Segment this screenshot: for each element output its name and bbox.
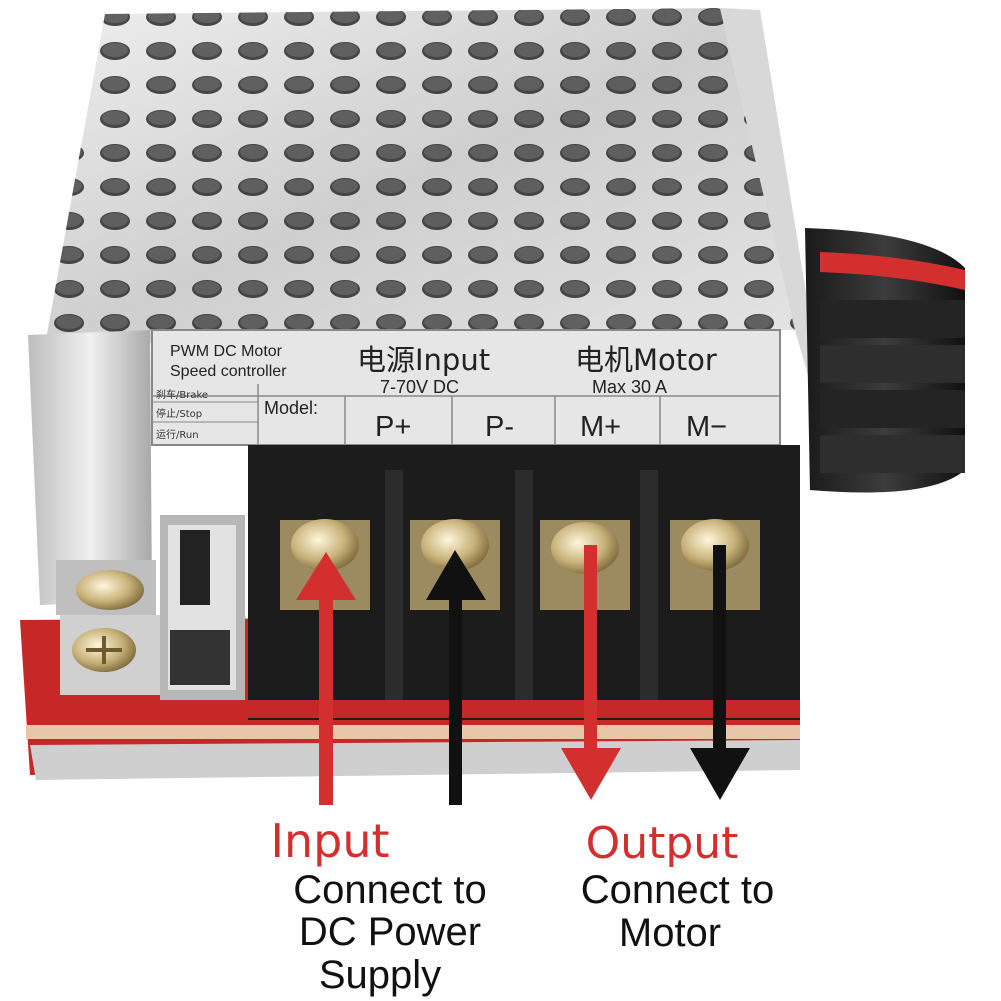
output-description-line1: Connect to — [580, 868, 775, 912]
mode-run-label: 运行/Run — [156, 428, 199, 441]
output-description-line2: Motor — [618, 911, 722, 955]
product-name-line1: PWM DC Motor — [170, 343, 283, 360]
terminal-label-m-minus: M− — [686, 411, 727, 443]
output-heading: Output — [585, 818, 739, 869]
mode-brake-label: 刹车/Brake — [156, 388, 208, 401]
mode-stop-label: 停止/Stop — [156, 407, 202, 420]
terminal-label-m-plus: M+ — [580, 411, 621, 443]
mounting-screw — [60, 615, 160, 695]
mode-switch — [160, 515, 245, 700]
input-negative-arrow — [426, 550, 486, 805]
input-positive-arrow — [296, 552, 356, 805]
input-description-line2: DC Power — [298, 910, 482, 954]
input-description-line1: Connect to — [293, 868, 487, 912]
input-spec: 7-70V DC — [380, 377, 459, 397]
terminal-label-p-minus: P- — [485, 411, 514, 443]
left-bracket — [28, 330, 156, 615]
motor-spec: Max 30 A — [592, 377, 667, 397]
product-name-line2: Speed controller — [170, 363, 287, 380]
input-title: 电源Input — [357, 343, 490, 377]
input-heading: Input — [270, 814, 390, 868]
label-plate: PWM DC Motor Speed controller 电源Input 7-… — [151, 329, 781, 446]
terminal-label-p-plus: P+ — [375, 411, 411, 443]
model-label: Model: — [264, 398, 318, 418]
motor-title: 电机Motor — [575, 343, 717, 377]
output-negative-arrow — [690, 545, 750, 800]
output-positive-arrow — [561, 545, 621, 800]
terminal-screw — [410, 519, 500, 610]
speed-knob — [805, 228, 965, 493]
perforated-cover — [45, 8, 835, 470]
input-description-line3: Supply — [318, 953, 442, 997]
